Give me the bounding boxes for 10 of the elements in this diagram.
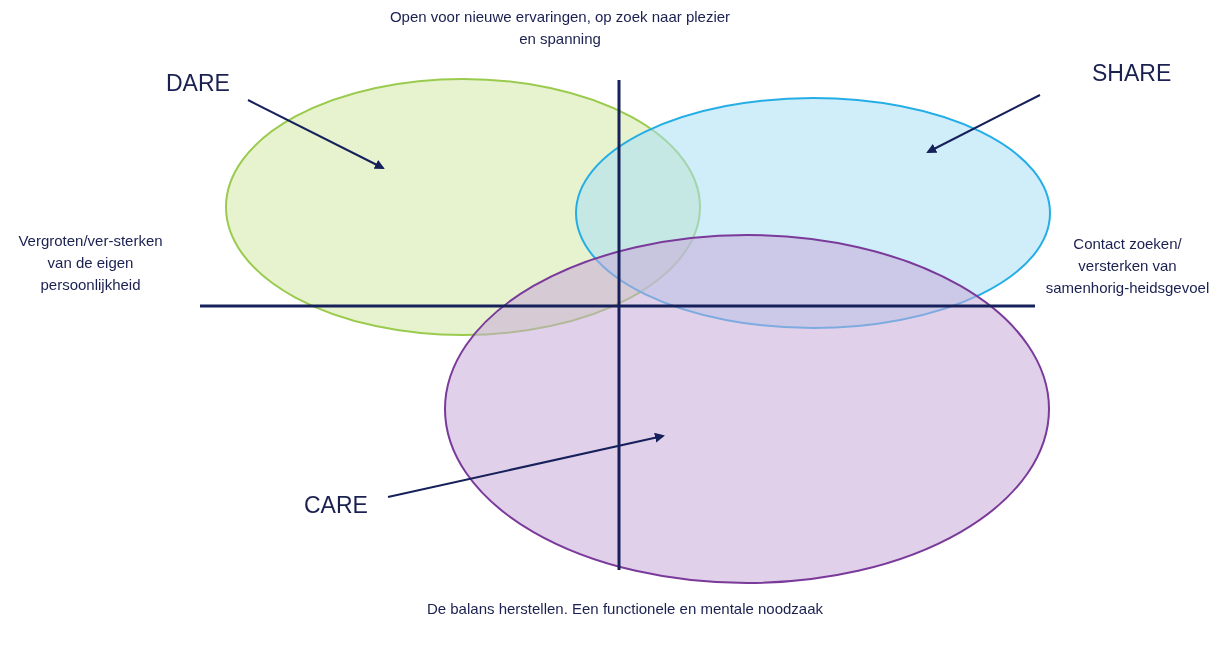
axis-description: Contact zoeken/ versterken van samenhorig-heidsgevoel <box>1045 234 1210 298</box>
axis-description: Vergroten/ver-sterken van de eigen persoonlijkheid <box>17 231 164 295</box>
category-label: DARE <box>166 72 230 95</box>
axis-description: Open voor nieuwe ervaringen, op zoek naar plezier en spanning <box>388 7 732 49</box>
axis-description: De balans herstellen. Een functionele en mentale noodzaak <box>425 599 825 619</box>
leader-arrow <box>926 94 1041 153</box>
category-label: SHARE <box>1092 62 1172 85</box>
leader-arrow <box>247 99 385 169</box>
category-label: CARE <box>304 494 368 517</box>
leader-arrow <box>387 432 665 498</box>
